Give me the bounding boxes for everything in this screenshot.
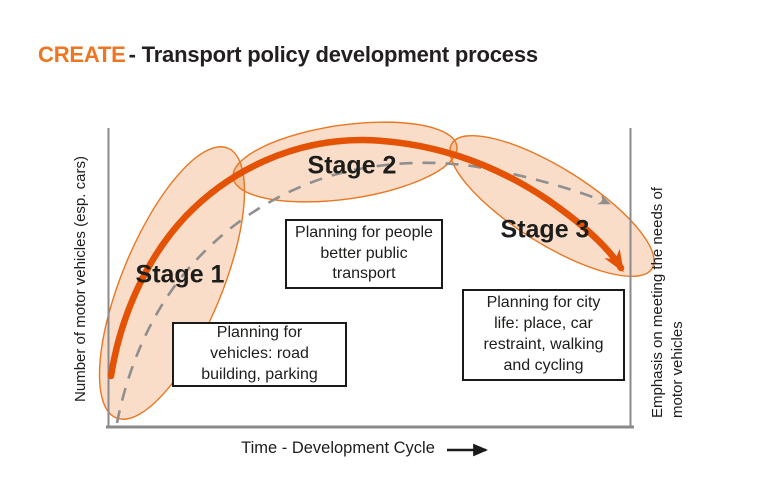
motor-vehicle-growth-curve [107, 136, 625, 380]
annotation-box-planning-for-city-life: Planning for city life: place, car restr… [462, 289, 625, 381]
stage-3-label: Stage 3 [500, 215, 590, 244]
title-text: - Transport policy development process [128, 42, 538, 67]
x-axis-label: Time - Development Cycle [241, 439, 435, 457]
y-axis-right-label: Emphasis on meeting the needs of motor v… [649, 187, 687, 418]
time-direction-arrow-icon [447, 443, 489, 457]
annotation-box-planning-for-vehicles: Planning for vehicles: road building, pa… [172, 322, 347, 387]
stage-1-label: Stage 1 [135, 260, 225, 289]
y-axis-left-label: Number of motor vehicles (esp. cars) [72, 156, 89, 402]
stage-1-ellipse [98, 146, 246, 420]
stage-2-label: Stage 2 [307, 151, 397, 180]
annotation-box-planning-for-people: Planning for people better public transp… [285, 219, 443, 289]
page-title: CREATE- Transport policy development pro… [38, 42, 538, 68]
brand-text: CREATE [38, 42, 126, 67]
